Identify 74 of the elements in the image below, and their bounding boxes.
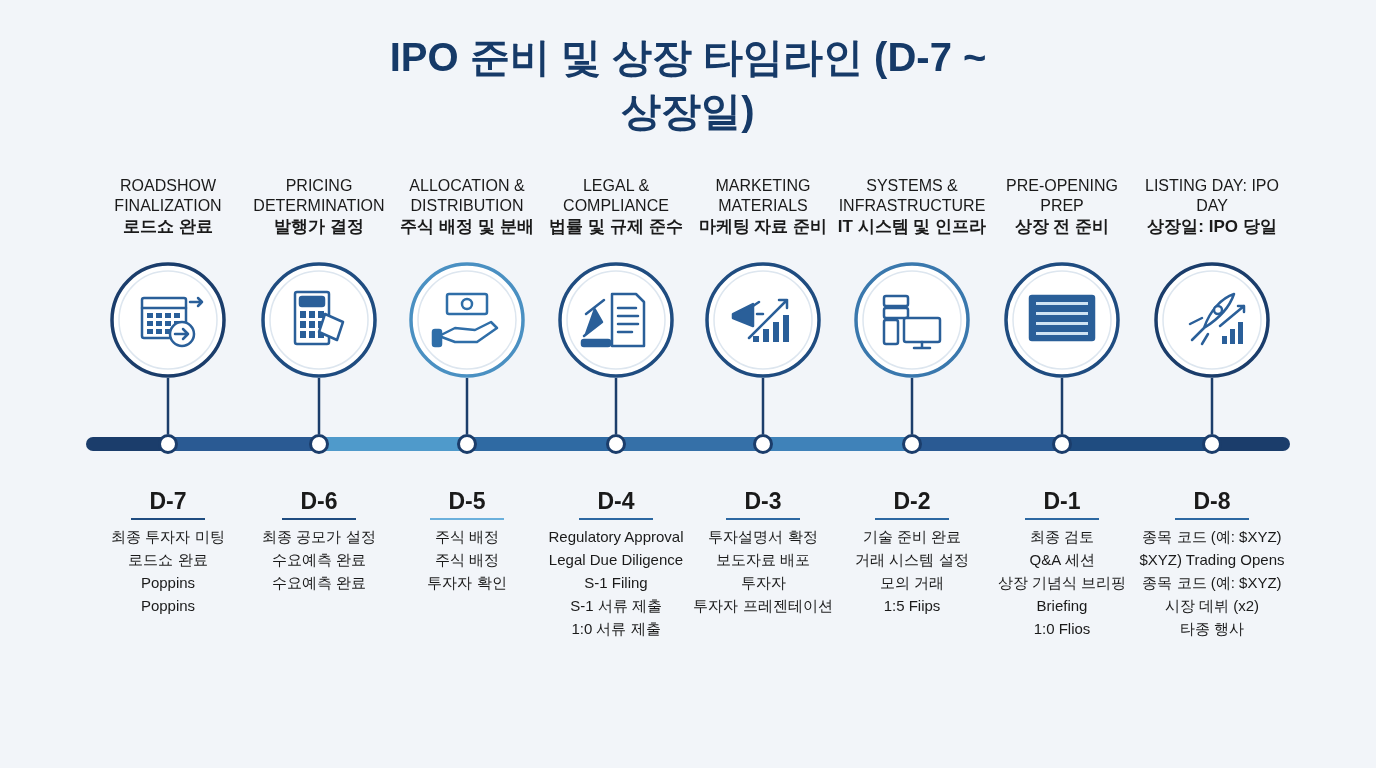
- heading-text: 상장 전 준비: [1014, 216, 1110, 238]
- task-text: 최종 공모가 설정: [262, 527, 376, 547]
- task-text: 수요예측 완료: [271, 573, 367, 593]
- timeline-dot: [606, 434, 626, 454]
- heading-text: 마케팅 자료 준비: [698, 216, 828, 238]
- day-label: D-3: [744, 487, 782, 516]
- task-text: 상장 기념식 브리핑: [997, 573, 1127, 593]
- connector-line: [1060, 378, 1064, 434]
- task-text: 주식 배정: [434, 550, 500, 570]
- task-text: Briefing: [1036, 596, 1088, 616]
- timeline-dot: [1052, 434, 1072, 454]
- task-text: 투자자 확인: [427, 573, 507, 593]
- day-label: D-4: [597, 487, 635, 516]
- heading-text: 법률 및 규제 준수: [549, 216, 683, 238]
- task-text: 시장 데뷔 (x2): [1164, 596, 1260, 616]
- task-text: 최종 투자자 미팅: [111, 527, 225, 547]
- task-text: 1:5 Fiips: [883, 596, 941, 616]
- heading-text: LEGAL & COMPLIANCE: [562, 176, 670, 216]
- task-text: 보도자료 배포: [715, 550, 811, 570]
- task-text: 투자자 프레젠테이션: [693, 596, 833, 616]
- task-text: 수요예측 완료: [271, 550, 367, 570]
- task-text: 1:0 Flios: [1033, 619, 1091, 639]
- timeline-dot: [309, 434, 329, 454]
- task-text: Q&A 세션: [1029, 550, 1095, 570]
- day-label: D-5: [448, 487, 486, 516]
- task-text: 투자설명서 확정: [708, 527, 818, 547]
- timeline-dot: [1202, 434, 1222, 454]
- timeline-dot: [753, 434, 773, 454]
- heading-text: MARKETING MATERIALS: [714, 176, 812, 216]
- task-text: Regulatory Approval: [548, 527, 684, 547]
- heading-text: PRE-OPENING PREP: [1005, 176, 1119, 216]
- task-text: S-1 Filing: [584, 573, 648, 593]
- task-text: $XYZ) Trading Opens: [1139, 550, 1285, 570]
- day-label: D-8: [1193, 487, 1231, 516]
- task-text: 최종 검토: [1029, 527, 1095, 547]
- task-text: S-1 서류 제출: [570, 596, 662, 616]
- timeline-dot: [902, 434, 922, 454]
- task-text: 종목 코드 (예: $XYZ): [1142, 573, 1282, 593]
- connector-line: [910, 378, 914, 434]
- task-text: Legal Due Diligence: [548, 550, 684, 570]
- task-text: 로드쇼 완료: [128, 550, 208, 570]
- task-text: 투자자: [740, 573, 786, 593]
- title: IPO 준비 및 상장 타임라인 (D-7 ~ 상장일): [388, 34, 988, 135]
- task-text: 주식 배정: [434, 527, 500, 547]
- day-label: D-6: [300, 487, 338, 516]
- connector-line: [465, 378, 469, 434]
- heading-text: 상장일: IPO 당일: [1147, 216, 1277, 238]
- day-label: D-1: [1043, 487, 1081, 516]
- connector-line: [761, 378, 765, 434]
- heading-text: SYSTEMS & INFRASTRUCTURE: [837, 176, 987, 216]
- heading-text: ROADSHOW FINALIZATION: [113, 176, 223, 216]
- task-text: Poppins: [140, 596, 196, 616]
- heading-text: 로드쇼 완료: [123, 216, 213, 238]
- day-label: D-7: [149, 487, 187, 516]
- task-text: 1:0 서류 제출: [571, 619, 661, 639]
- connector-line: [1210, 378, 1214, 434]
- heading-text: PRICING DETERMINATION: [252, 176, 386, 216]
- task-text: 종목 코드 (예: $XYZ): [1142, 527, 1282, 547]
- connector-line: [317, 378, 321, 434]
- task-text: 기술 준비 완료: [862, 527, 962, 547]
- day-label: D-2: [893, 487, 931, 516]
- task-text: 거래 시스템 설정: [855, 550, 969, 570]
- timeline-dot: [457, 434, 477, 454]
- heading-text: LISTING DAY: IPO DAY: [1144, 176, 1280, 216]
- task-text: 타종 행사: [1179, 619, 1245, 639]
- connector-line: [614, 378, 618, 434]
- heading-text: IT 시스템 및 인프라: [837, 216, 987, 238]
- heading-text: 주식 배정 및 분배: [400, 216, 534, 238]
- heading-text: 발행가 결정: [274, 216, 364, 238]
- timeline-dot: [158, 434, 178, 454]
- connector-line: [166, 378, 170, 434]
- task-text: Poppins: [140, 573, 196, 593]
- heading-text: ALLOCATION & DISTRIBUTION: [408, 176, 526, 216]
- task-text: 모의 거래: [879, 573, 945, 593]
